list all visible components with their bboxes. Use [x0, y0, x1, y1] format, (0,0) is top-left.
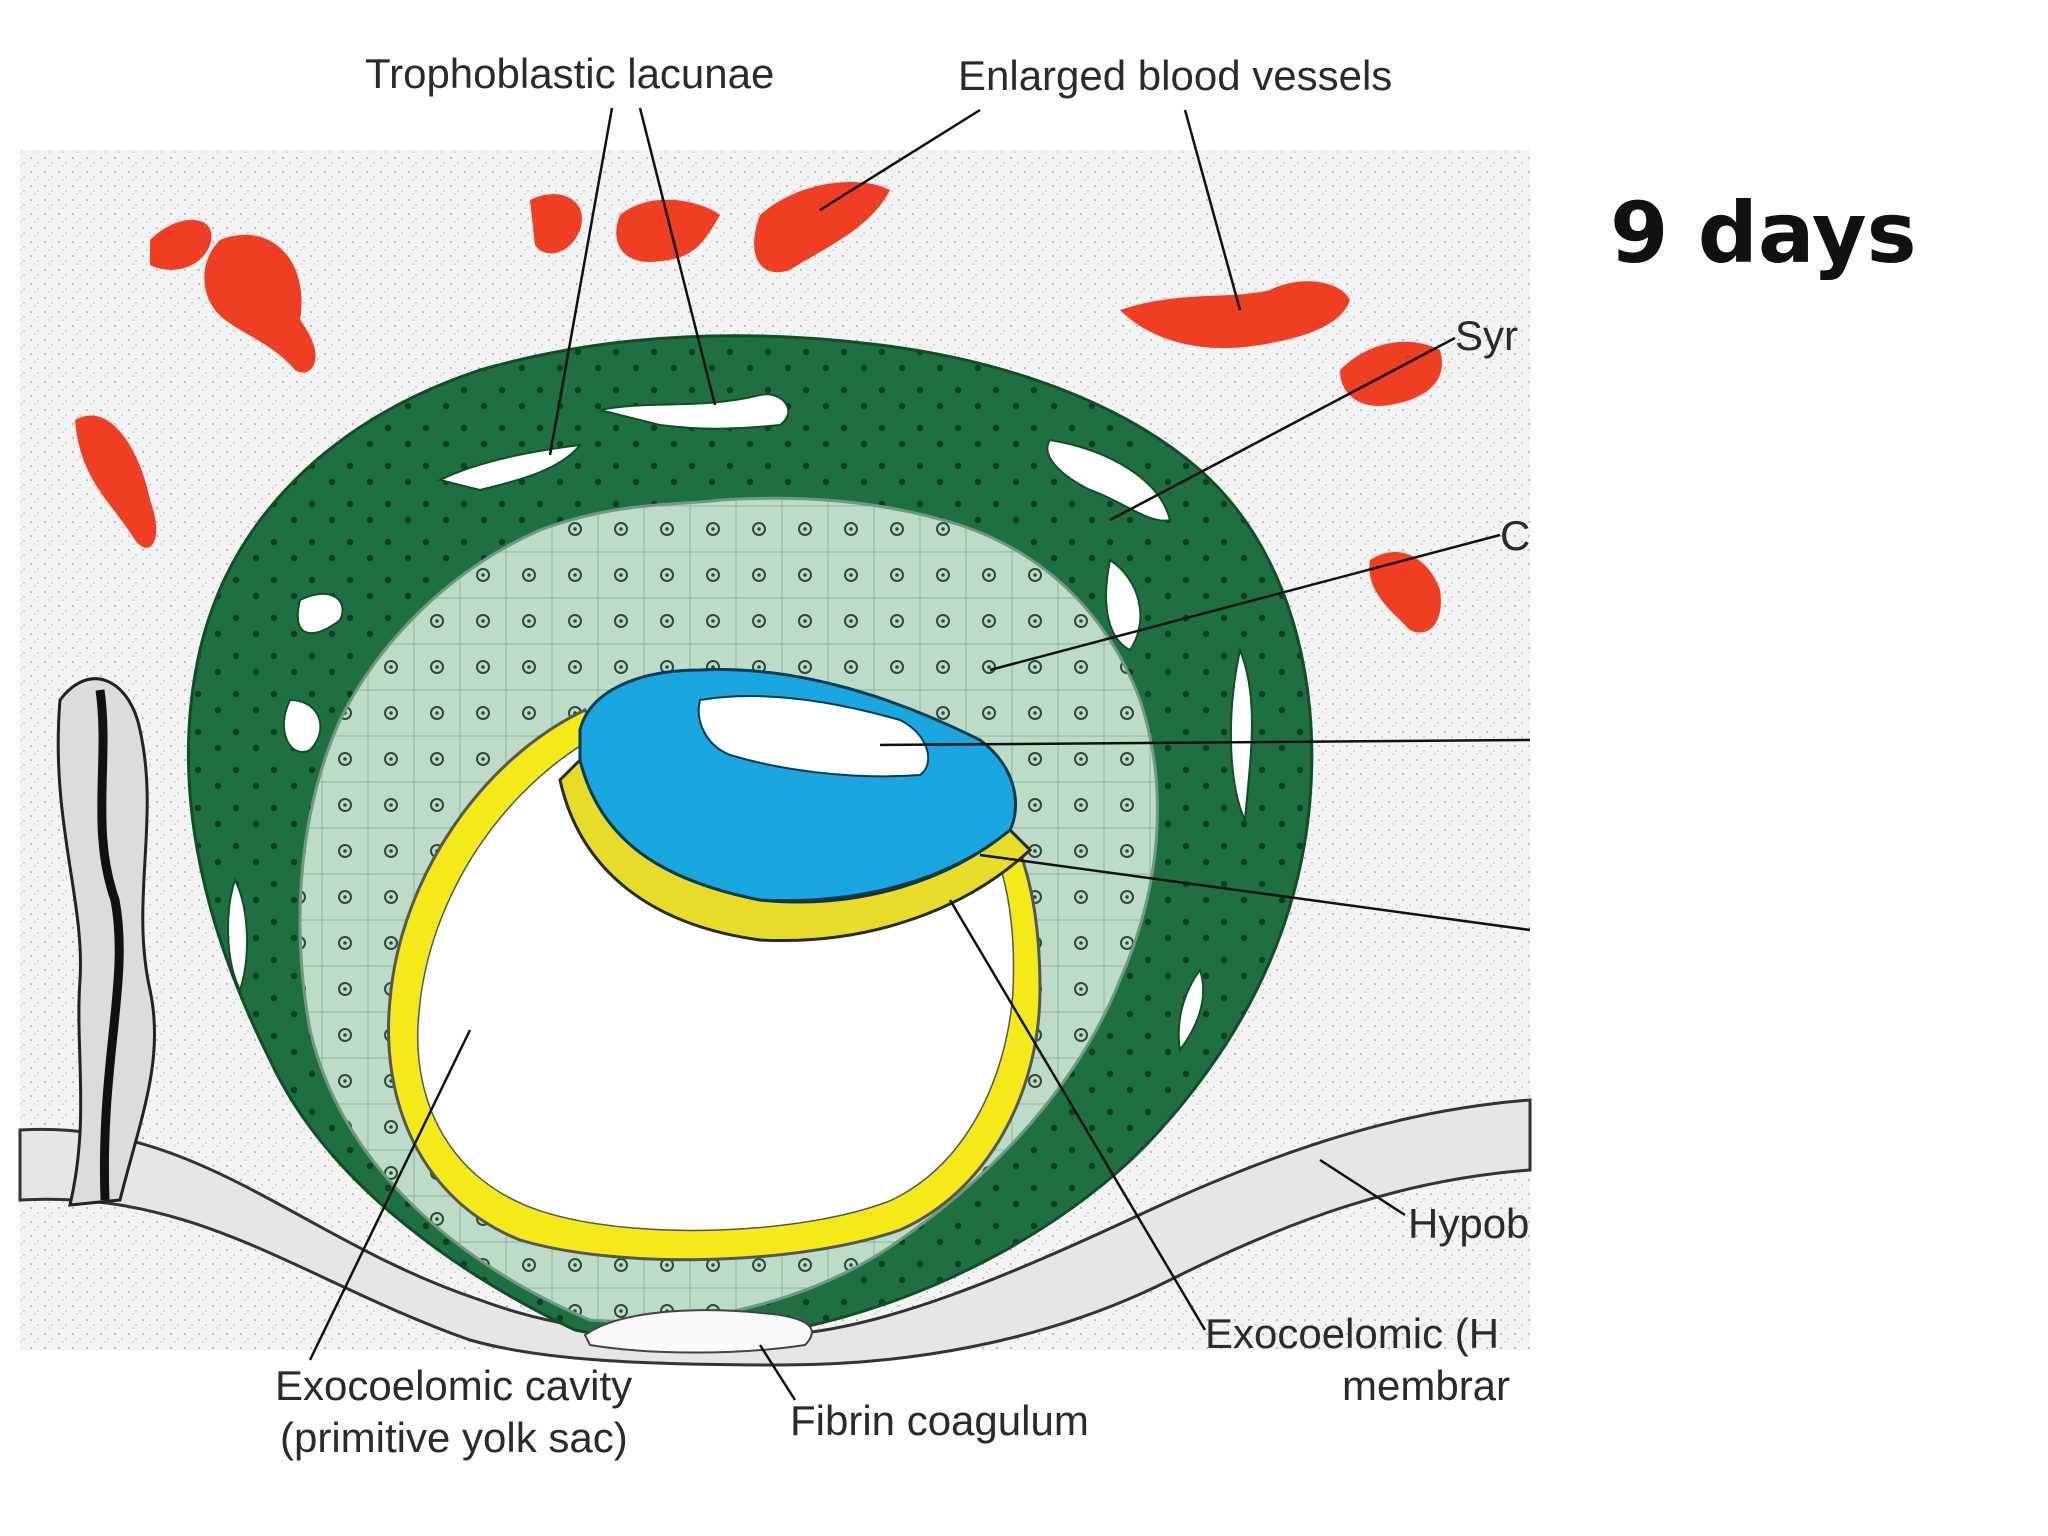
label-cytotrophoblast: C	[1500, 512, 1530, 559]
enlarged-blood-vessels	[75, 182, 1442, 633]
label-exocoelomic-cavity-line1: Exocoelomic cavity	[275, 1362, 632, 1409]
label-fibrin-coagulum: Fibrin coagulum	[790, 1397, 1089, 1444]
label-exocoelomic-cavity-line2: (primitive yolk sac)	[280, 1414, 628, 1461]
exocoelomic-cavity	[418, 735, 1013, 1230]
crop-mask	[1532, 280, 2048, 1536]
leader-lines	[308, 107, 1531, 1401]
label-exocoelomic-membrane-line1: Exocoelomic (H	[1205, 1310, 1499, 1357]
label-exocoelomic-membrane-line2: membrar	[1342, 1362, 1510, 1409]
label-syncytiotrophoblast: Syr	[1455, 312, 1518, 359]
label-enlarged-blood-vessels: Enlarged blood vessels	[958, 52, 1392, 99]
page-title: 9 days	[1610, 184, 1917, 282]
uterine-gland	[56, 677, 157, 1207]
amniotic-cavity	[697, 695, 930, 778]
fibrin-coagulum	[583, 1309, 813, 1354]
uterine-epithelium	[18, 1098, 1532, 1367]
trophoblastic-lacunae	[227, 393, 1253, 1053]
uterine-gland-lumen	[95, 689, 124, 1201]
label-hypoblast: Hypob	[1408, 1200, 1529, 1247]
label-trophoblastic-lacunae: Trophoblastic lacunae	[365, 50, 774, 97]
